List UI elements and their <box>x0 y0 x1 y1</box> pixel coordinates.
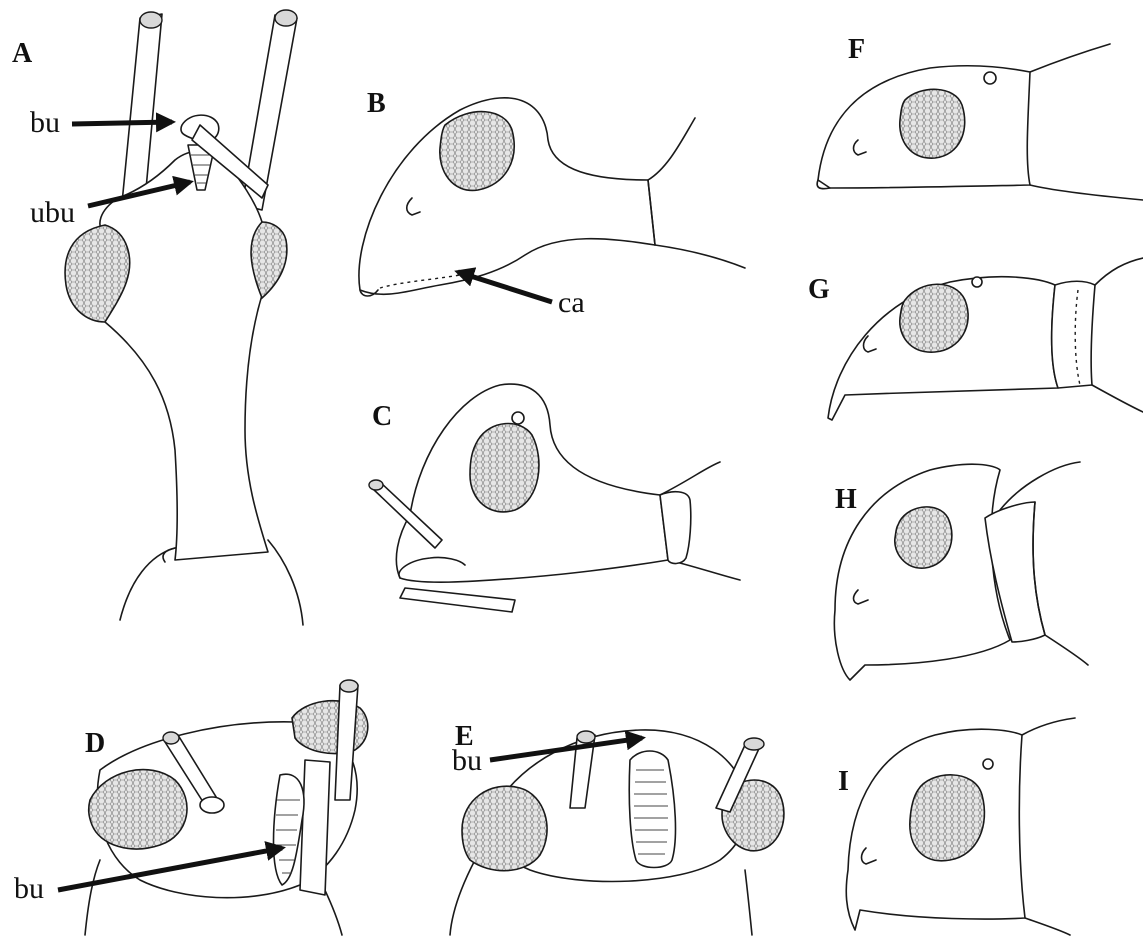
panel-label-h: H <box>835 484 857 515</box>
collar-c <box>660 492 691 564</box>
antenna-tip-c <box>369 480 383 490</box>
panel-e: E bu <box>450 721 784 935</box>
panel-a: A bu ubu <box>12 10 303 625</box>
label-bu-a: bu <box>30 106 60 139</box>
label-bu-d: bu <box>14 872 44 905</box>
arrow-bu-a <box>72 122 172 124</box>
antenna-left-tip-e <box>577 731 595 743</box>
panel-i: I <box>838 718 1075 935</box>
panel-label-f: F <box>848 34 865 65</box>
label-bu-e: bu <box>452 744 482 777</box>
panel-label-b: B <box>367 88 386 119</box>
antenna-c <box>372 482 442 548</box>
arrow-ca-b <box>458 272 552 302</box>
pronotum-b <box>648 118 745 268</box>
panel-label-g: G <box>808 274 830 305</box>
compound-eye-c <box>470 424 539 512</box>
compound-eye-h <box>895 507 952 568</box>
panel-label-i: I <box>838 766 849 797</box>
antenna-left-tip-d <box>163 732 179 744</box>
panel-label-d: D <box>85 728 105 759</box>
pronotum-g <box>1092 258 1143 412</box>
pronotum-edge-a <box>163 548 175 562</box>
panel-label-c: C <box>372 401 392 432</box>
antennal-socket-b <box>407 198 420 215</box>
label-ubu-a: ubu <box>30 196 75 229</box>
antenna-left <box>122 14 162 203</box>
antenna-right-tip-d <box>340 680 358 692</box>
panel-b: B ca <box>359 88 745 319</box>
collar-h <box>985 502 1045 642</box>
head-outline-h <box>834 464 1010 680</box>
compound-eye-g <box>900 284 968 352</box>
pronotum-i <box>1022 718 1075 935</box>
mandible-c <box>400 588 515 612</box>
panel-label-a: A <box>12 38 33 69</box>
bulla-e <box>629 751 675 868</box>
antennal-socket-g <box>864 336 877 352</box>
head-capsule-a <box>100 151 268 560</box>
neck-e <box>450 860 752 935</box>
panel-h: H <box>834 462 1088 680</box>
antennal-socket-left-d <box>200 797 224 813</box>
antenna-left-tip <box>140 12 162 28</box>
compound-eye-i <box>910 775 985 861</box>
panel-c: C <box>369 384 740 612</box>
ocellus-f <box>984 72 996 84</box>
ocellus-c <box>512 412 524 424</box>
compound-eye-left-e <box>462 786 547 870</box>
neck-line-b <box>648 180 655 245</box>
antenna-right-tip <box>275 10 297 26</box>
antenna-right-tip-e <box>744 738 764 750</box>
antennal-socket-h <box>854 590 869 604</box>
panel-f: F <box>817 34 1143 200</box>
label-ca-b: ca <box>558 286 585 319</box>
compound-eye-b <box>440 112 514 191</box>
arrow-bu-d <box>58 848 282 890</box>
carina-b <box>380 275 460 288</box>
panel-g: G <box>808 258 1143 420</box>
ocellus-g <box>972 277 982 287</box>
arrow-bu-e <box>490 738 642 760</box>
bulla-d <box>300 760 330 895</box>
ocellus-i <box>983 759 993 769</box>
compound-eye-left-d <box>89 770 187 849</box>
antenna-right-d <box>335 685 358 800</box>
mouthpart-c <box>399 557 465 578</box>
panel-d: D bu <box>14 680 368 935</box>
antennal-socket-i <box>862 848 877 864</box>
compound-eye-f <box>900 89 965 158</box>
antennal-socket-f <box>854 140 867 155</box>
pronotum-f <box>1030 44 1143 200</box>
collar-g <box>1052 281 1095 388</box>
